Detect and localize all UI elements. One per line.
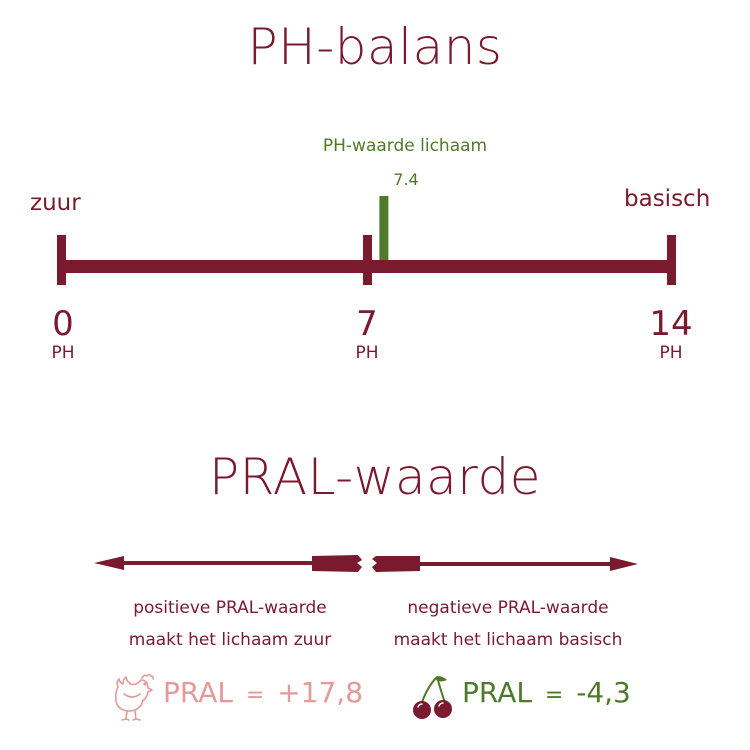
pral-arrow-left-head [94, 556, 124, 570]
ph-tick-7 [363, 235, 372, 285]
pral-title: PRAL-waarde [209, 448, 541, 506]
ph-tick-14 [667, 235, 676, 285]
positive-pral-label: PRAL [163, 676, 233, 709]
body-ph-marker [379, 196, 389, 260]
negative-pral-description: negatieve PRAL-waarde maakt het lichaam … [368, 592, 648, 656]
ph-tick-label-7: 7 [356, 304, 378, 344]
cherries-icon [413, 676, 452, 719]
negative-pral-label: PRAL [462, 676, 532, 709]
pral-arrow-left-broken-end [312, 555, 362, 572]
positive-pral-value: +17,8 [277, 676, 364, 709]
negative-pral-value: -4,3 [576, 676, 631, 709]
ph-tick-0 [57, 235, 66, 285]
basic-label: basisch [624, 186, 711, 212]
positive-pral-line2: maakt het lichaam zuur [128, 630, 332, 650]
body-ph-value: 7.4 [393, 170, 419, 189]
ph-tick-unit-0: PH [51, 343, 75, 363]
ph-tick-label-14: 14 [649, 304, 693, 344]
ph-tick-unit-7: PH [355, 343, 379, 363]
ph-tick-unit-14: PH [659, 343, 683, 363]
chicken-icon [114, 673, 155, 721]
positive-pral-description: positieve PRAL-waarde maakt het lichaam … [90, 592, 370, 656]
pral-arrow [94, 555, 638, 572]
ph-tick-label-0: 0 [52, 304, 74, 344]
positive-pral-formula: PRAL = +17,8 [163, 676, 363, 709]
body-ph-caption: PH-waarde lichaam [322, 136, 488, 156]
positive-pral-line1: positieve PRAL-waarde [133, 598, 327, 618]
negative-pral-formula: PRAL = -4,3 [462, 676, 631, 709]
negative-pral-line2: maakt het lichaam basisch [393, 630, 623, 650]
pral-arrow-right-head [610, 557, 638, 571]
negative-pral-line1: negatieve PRAL-waarde [407, 598, 609, 618]
pral-arrow-left-shaft [120, 561, 315, 565]
negative-pral-equals: = [544, 683, 564, 708]
acid-label: zuur [30, 190, 81, 216]
pral-arrow-right-shaft [418, 562, 618, 566]
pral-arrow-right-broken-end [372, 556, 420, 572]
positive-pral-equals: = [245, 683, 265, 708]
ph-balance-title: PH-balans [247, 18, 503, 76]
